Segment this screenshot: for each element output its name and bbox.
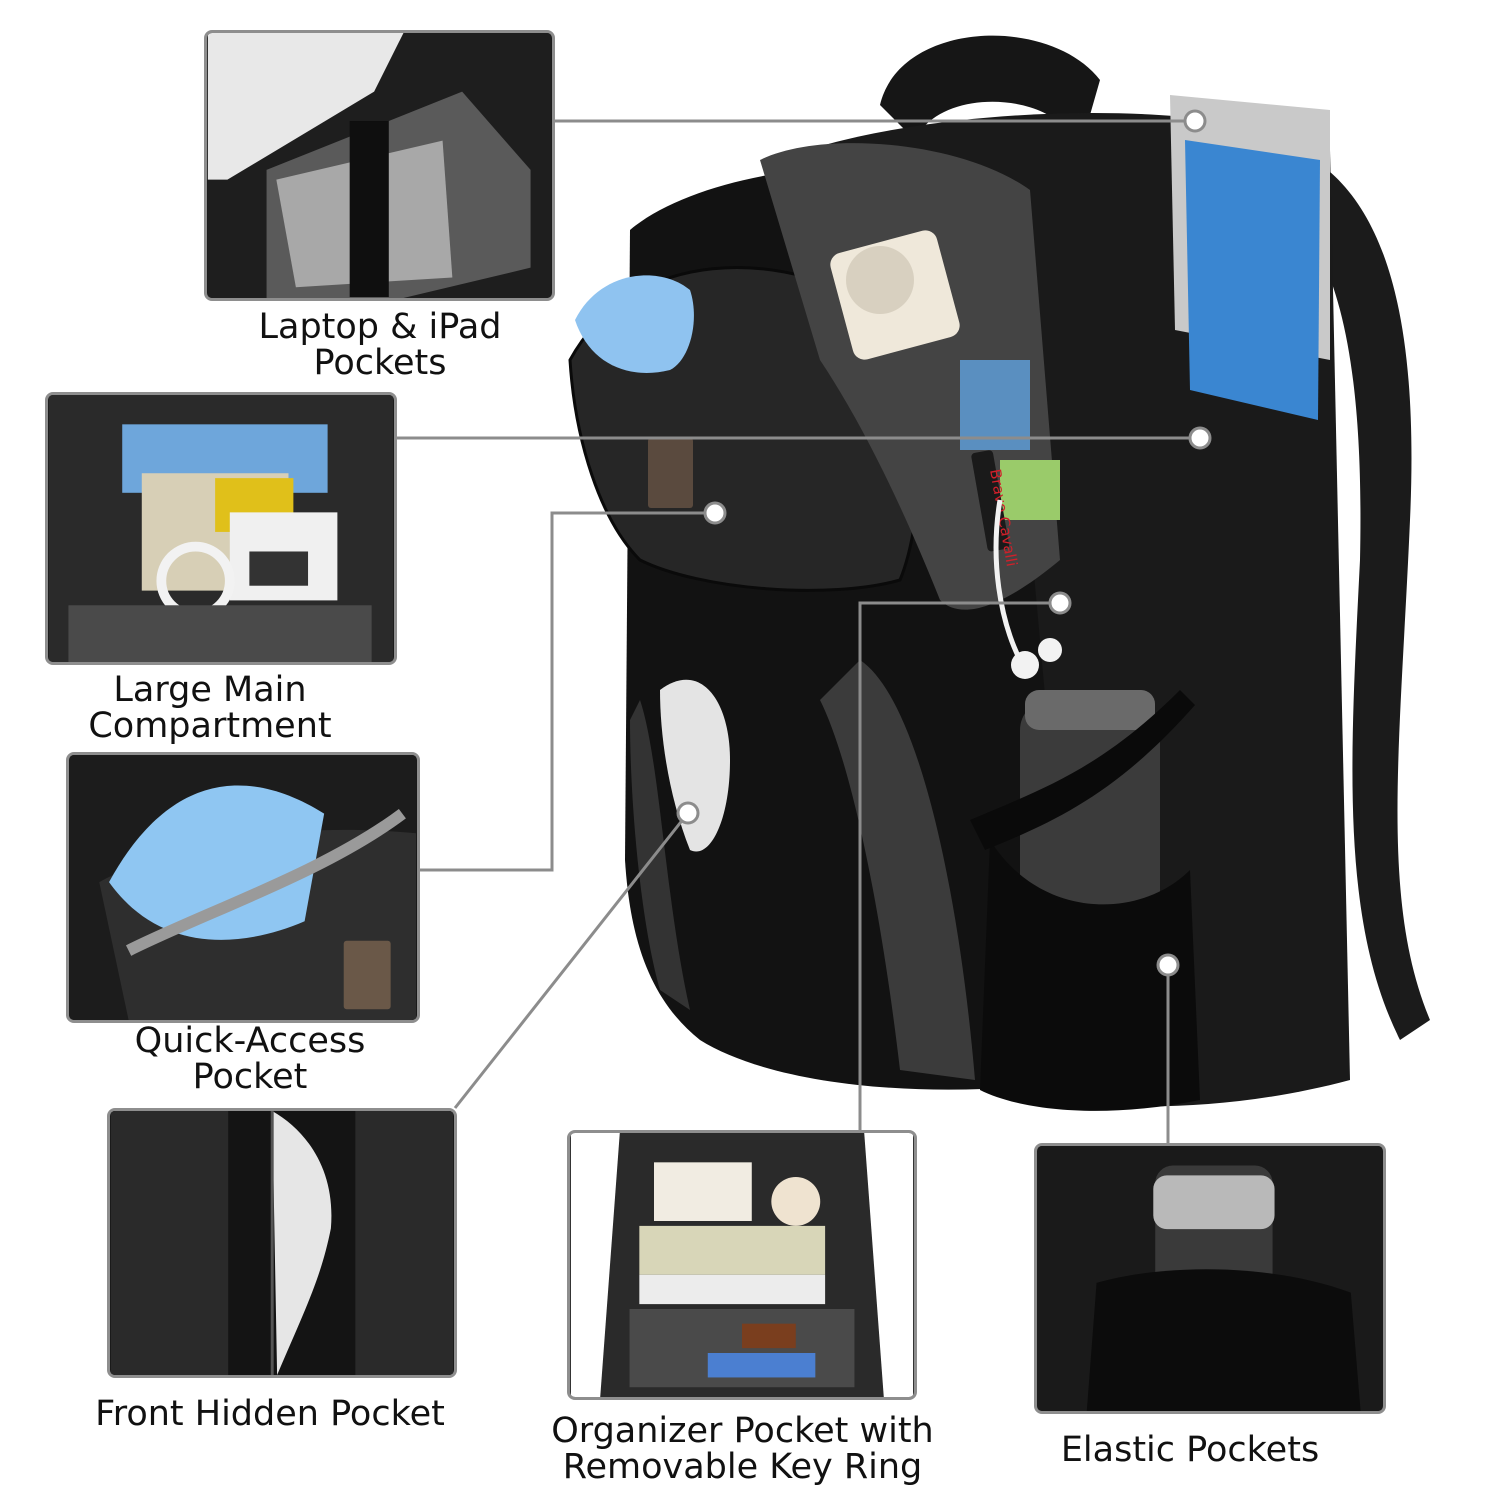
caption-line: Elastic Pockets bbox=[1060, 1430, 1320, 1470]
logo-patch bbox=[343, 940, 391, 1010]
caption-quick-access: Quick-Access Pocket bbox=[60, 1023, 440, 1095]
caption-line: Laptop & iPad bbox=[258, 307, 502, 347]
caption-line: Quick-Access bbox=[134, 1021, 366, 1061]
laptop-pocket-photo bbox=[207, 33, 552, 298]
elastic-pocket bbox=[1086, 1269, 1361, 1411]
inset-hidden-pocket bbox=[107, 1108, 457, 1378]
caption-line: Removable Key Ring bbox=[562, 1447, 923, 1487]
earphone-cable bbox=[993, 499, 1023, 662]
cream-jar bbox=[771, 1177, 821, 1226]
caption-elastic-pockets: Elastic Pockets bbox=[1040, 1432, 1340, 1468]
shoulder-strap bbox=[1250, 140, 1430, 1040]
caption-line: Large Main bbox=[113, 670, 307, 710]
top-handle bbox=[880, 35, 1100, 150]
front-quick-pocket bbox=[568, 266, 923, 592]
zipper-edge bbox=[125, 808, 406, 956]
compression-strap bbox=[970, 690, 1195, 850]
caption-line: Organizer Pocket with bbox=[551, 1411, 934, 1451]
callout-dot-laptop bbox=[1183, 109, 1207, 133]
brand-label-text: Bravo Cavalli bbox=[986, 468, 1021, 568]
callout-line-organizer bbox=[858, 601, 1060, 1130]
callout-line-hidden bbox=[453, 812, 690, 1109]
caption-line: Pockets bbox=[313, 343, 447, 383]
wallet bbox=[742, 1323, 796, 1349]
towel bbox=[639, 1225, 826, 1275]
power-bank bbox=[272, 1111, 332, 1375]
callout-line-quick bbox=[420, 511, 715, 872]
callout-dot-organizer bbox=[1048, 591, 1072, 615]
elastic-pocket-photo bbox=[1037, 1146, 1383, 1411]
mini-fan bbox=[830, 230, 960, 360]
callout-dot-elastic bbox=[1156, 953, 1180, 977]
mesh-side-pocket bbox=[980, 840, 1200, 1111]
inset-laptop-pockets bbox=[204, 30, 555, 301]
bottle-lid bbox=[1153, 1175, 1275, 1230]
fan-blade-icon bbox=[846, 246, 914, 314]
blue-pouch bbox=[575, 275, 694, 373]
hidden-pocket-photo bbox=[110, 1111, 454, 1375]
side-panel bbox=[820, 660, 975, 1080]
water-bottle bbox=[1020, 700, 1160, 930]
side-panel bbox=[110, 1111, 229, 1375]
caption-line: Front Hidden Pocket bbox=[95, 1394, 445, 1434]
main-compartment-opening bbox=[760, 143, 1060, 610]
callout-dots bbox=[676, 109, 1212, 977]
bottle-cap bbox=[1025, 690, 1155, 730]
caption-line: Compartment bbox=[88, 706, 332, 746]
caption-hidden-pocket: Front Hidden Pocket bbox=[75, 1396, 465, 1432]
power-bank bbox=[660, 679, 730, 852]
inset-quick-access bbox=[66, 752, 420, 1023]
inset-main-compartment bbox=[45, 392, 397, 665]
backpack-front-body bbox=[625, 167, 1080, 1090]
quick-access-photo bbox=[69, 755, 417, 1020]
notebook-blue bbox=[960, 360, 1030, 450]
callout-dot-hidden bbox=[676, 801, 700, 825]
earbud-2 bbox=[1038, 638, 1062, 662]
main-compartment-photo bbox=[48, 395, 394, 662]
book-green bbox=[1000, 460, 1060, 520]
caption-main-compartment: Large Main Compartment bbox=[40, 672, 380, 744]
caption-line: Pocket bbox=[192, 1057, 308, 1097]
brand-logo-patch bbox=[648, 438, 693, 508]
earbud bbox=[1011, 651, 1039, 679]
inset-organizer-pocket bbox=[567, 1130, 917, 1400]
laptop-edge bbox=[1170, 95, 1330, 360]
compartment-floor bbox=[68, 605, 372, 662]
blue-pouch bbox=[109, 785, 325, 940]
callout-dot-main bbox=[1188, 426, 1212, 450]
callout-dot-quick bbox=[703, 501, 727, 525]
phone bbox=[707, 1353, 816, 1378]
caption-organizer-pocket: Organizer Pocket with Removable Key Ring bbox=[535, 1413, 950, 1485]
keyboard bbox=[207, 33, 404, 180]
tissue-box bbox=[654, 1162, 752, 1221]
brand-label-tag bbox=[971, 450, 1010, 552]
caption-laptop-pockets: Laptop & iPad Pockets bbox=[200, 309, 560, 381]
backpack-rear-body bbox=[780, 112, 1350, 1107]
velcro-strap bbox=[349, 121, 389, 298]
side-panel-right bbox=[355, 1111, 454, 1375]
inset-elastic-pockets bbox=[1034, 1143, 1386, 1414]
tablet-blue bbox=[1185, 140, 1320, 420]
organizer-pocket-photo bbox=[570, 1133, 914, 1397]
side-panel-left bbox=[630, 700, 690, 1010]
device bbox=[249, 551, 309, 586]
shirt bbox=[639, 1274, 826, 1305]
